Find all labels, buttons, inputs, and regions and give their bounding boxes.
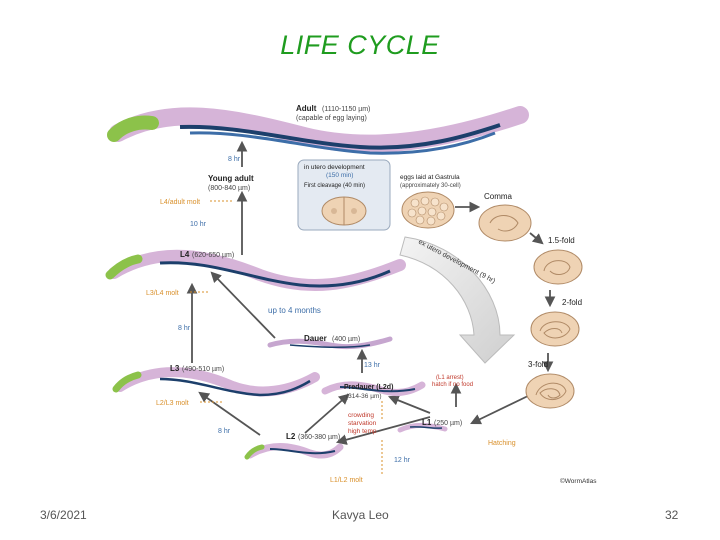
eggs-laid-1: eggs laid at Gastrula (400, 174, 460, 181)
l4-adult-molt: L4/adult molt (160, 199, 200, 206)
t-8hr-low: 8 hr (218, 428, 231, 435)
arrow-l1-to-predauer (387, 395, 431, 414)
arrow-l2-to-l3 (198, 391, 261, 436)
t-13hr: 13 hr (364, 362, 381, 369)
fold-15-embryo (533, 249, 583, 285)
adult-note: (capable of egg laying) (296, 115, 367, 122)
footer-page-number: 32 (665, 508, 679, 522)
in-utero-2: (150 min) (326, 172, 353, 179)
dauer-worm (267, 336, 393, 350)
eggs-laid-2: (approximately 30-cell) (400, 183, 461, 189)
fold-2-label: 2-fold (562, 298, 582, 307)
life-cycle-diagram: Adult (1110-1150 µm) (capable of egg lay… (105, 104, 597, 485)
arrow-hatching-to-l1 (470, 394, 531, 425)
l1-l2-molt: L1/L2 molt (330, 477, 363, 484)
l1-size: (250 µm) (434, 420, 462, 427)
t-10hr: 10 hr (190, 221, 207, 228)
up-to-4-months: up to 4 months (268, 306, 321, 315)
comma-label: Comma (484, 192, 513, 201)
l3-size: (490-510 µm) (182, 366, 224, 373)
predauer-size: (314-36 µm) (346, 393, 382, 400)
l3-l4-molt: L3/L4 molt (146, 290, 179, 297)
crowding-line-2: starvation (348, 420, 377, 427)
l1-title: L1 (422, 418, 432, 427)
arrow-comma-to-15fold (529, 232, 544, 245)
adult-title: Adult (296, 104, 317, 113)
adult-size: (1110-1150 µm) (322, 106, 370, 113)
cycle-arrows (186, 140, 556, 445)
in-utero-panel (297, 159, 391, 231)
l2-title: L2 (286, 432, 296, 441)
crowding-line-1: crowding (348, 412, 374, 419)
slide-title: LIFE CYCLE (280, 30, 440, 60)
l2-worm (244, 443, 344, 460)
first-cleavage: First cleavage (40 min) (304, 183, 365, 189)
l4-worm (105, 249, 406, 292)
arrow-l1-to-l2 (335, 416, 431, 445)
predauer-worm (321, 381, 426, 397)
fold-3-label: 3-fold (528, 360, 548, 369)
dauer-title: Dauer (304, 334, 327, 343)
gastrula-embryo (401, 191, 455, 229)
fold-2-embryo (530, 311, 580, 347)
adult-worm (107, 106, 529, 155)
in-utero-1: in utero development (304, 164, 365, 171)
t-8hr-top: 8 hr (228, 156, 241, 163)
crowding-line-3: high temp (348, 428, 377, 435)
l1-arrest-2: hatch if no food (432, 382, 473, 388)
arrow-dauer-to-l4 (210, 271, 276, 339)
l1-worm (397, 422, 448, 433)
young-adult-title: Young adult (208, 174, 254, 183)
dauer-size: (400 µm) (332, 336, 360, 343)
ex-utero-big-arrow (399, 236, 516, 364)
copyright: ©WormAtlas (560, 477, 597, 485)
footer-author: Kavya Leo (332, 508, 389, 522)
l2-l3-molt: L2/L3 molt (156, 400, 189, 407)
l4-title: L4 (180, 250, 190, 259)
l4-size: (620-650 µm) (192, 252, 234, 259)
l1-arrest-1: (L1 arrest) (436, 375, 464, 381)
young-adult-size: (800-840 µm) (208, 185, 250, 192)
t-12hr: 12 hr (394, 457, 411, 464)
fold-3-embryo (525, 373, 575, 409)
footer-date: 3/6/2021 (40, 508, 87, 522)
l3-worm (112, 367, 320, 397)
hatching: Hatching (488, 440, 516, 447)
comma-embryo (478, 204, 532, 242)
predauer-title: Predauer (L2d) (344, 384, 393, 391)
arrow-l2-to-predauer (304, 393, 350, 434)
t-8hr-mid: 8 hr (178, 325, 191, 332)
fold-15-label: 1.5-fold (548, 236, 575, 245)
molt-leaders (190, 200, 383, 475)
l2-size: (360-380 µm) (298, 434, 340, 441)
l3-title: L3 (170, 364, 180, 373)
